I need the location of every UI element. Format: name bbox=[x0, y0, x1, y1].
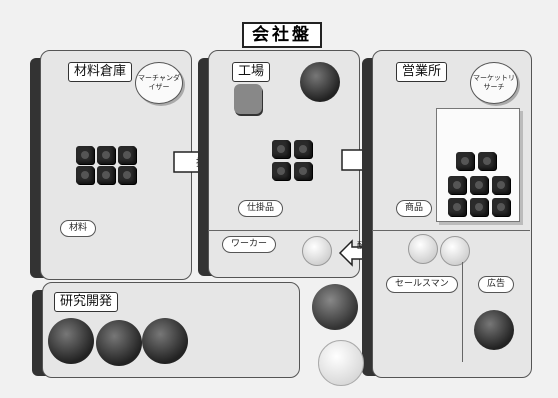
research-cone[interactable] bbox=[96, 320, 142, 366]
wip-pill: 仕掛品 bbox=[238, 200, 284, 217]
factory-machine-cone[interactable] bbox=[300, 62, 340, 102]
loose-white-cone[interactable] bbox=[318, 340, 364, 386]
product-chip[interactable] bbox=[492, 176, 510, 194]
ad-pill: 広告 bbox=[478, 276, 515, 293]
sales-office-label: 営業所 bbox=[396, 62, 448, 82]
wip-chip[interactable] bbox=[294, 162, 312, 180]
product-chip[interactable] bbox=[448, 176, 466, 194]
merchandiser-badge[interactable]: マーチャンダイザー bbox=[135, 62, 183, 104]
factory-label: 工場 bbox=[232, 62, 271, 82]
sales-divider bbox=[372, 230, 530, 231]
salesman-pill: セールスマン bbox=[386, 276, 458, 293]
wip-chip[interactable] bbox=[294, 140, 312, 158]
research-cone[interactable] bbox=[142, 318, 188, 364]
material-chip[interactable] bbox=[76, 166, 94, 184]
materials-pill: 材料 bbox=[60, 220, 97, 237]
product-chip[interactable] bbox=[448, 198, 466, 216]
material-chip[interactable] bbox=[118, 166, 136, 184]
product-chip[interactable] bbox=[470, 176, 488, 194]
research-label: 研究開発 bbox=[54, 292, 119, 312]
product-chip[interactable] bbox=[470, 198, 488, 216]
board-title: 会社盤 bbox=[242, 22, 322, 48]
ad-divider bbox=[462, 262, 463, 362]
material-chip[interactable] bbox=[118, 146, 136, 164]
salesman-piece[interactable] bbox=[408, 234, 438, 264]
wip-chip[interactable] bbox=[272, 162, 290, 180]
loose-dark-cone[interactable] bbox=[312, 284, 358, 330]
salesman-piece[interactable] bbox=[440, 236, 470, 266]
ad-cone[interactable] bbox=[474, 310, 514, 350]
product-chip[interactable] bbox=[492, 198, 510, 216]
wip-chip[interactable] bbox=[272, 140, 290, 158]
products-pill: 商品 bbox=[396, 200, 433, 217]
material-chip[interactable] bbox=[97, 166, 115, 184]
materials-warehouse-label: 材料倉庫 bbox=[68, 62, 133, 82]
product-chip[interactable] bbox=[478, 152, 496, 170]
material-chip[interactable] bbox=[97, 146, 115, 164]
product-chip[interactable] bbox=[456, 152, 474, 170]
market-research-badge[interactable]: マーケットリサーチ bbox=[470, 62, 518, 104]
worker-piece[interactable] bbox=[302, 236, 332, 266]
workers-pill: ワーカー bbox=[222, 236, 277, 253]
factory-hex-piece[interactable] bbox=[234, 84, 262, 114]
research-cone[interactable] bbox=[48, 318, 94, 364]
material-chip[interactable] bbox=[76, 146, 94, 164]
factory-divider bbox=[208, 230, 358, 231]
